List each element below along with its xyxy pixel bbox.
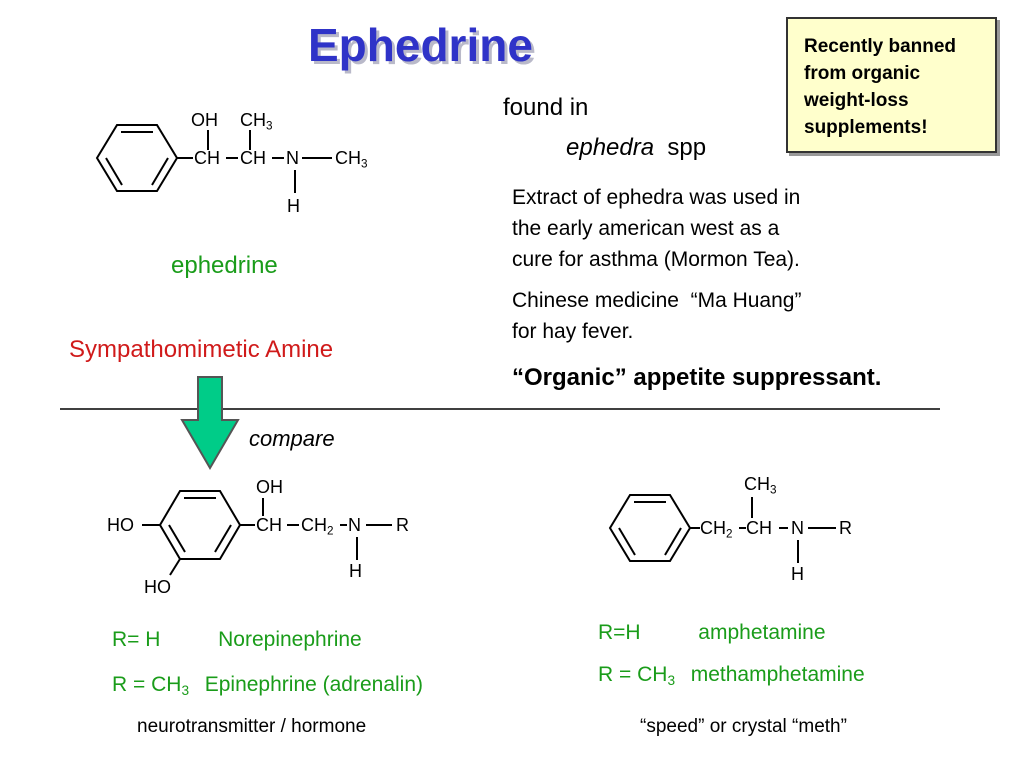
callout-box: Recently banned from organic weight-loss… bbox=[786, 17, 997, 153]
ch2-label: CH2 bbox=[301, 515, 334, 538]
callout-line: supplements! bbox=[804, 117, 928, 138]
methamphetamine-row: R = CH3 methamphetamine bbox=[598, 663, 865, 688]
extract-line: Extract of ephedra was used in bbox=[512, 186, 801, 209]
left-note: neurotransmitter / hormone bbox=[137, 716, 367, 737]
chinese-paragraph: Chinese medicine “Ma Huang” for hay feve… bbox=[512, 285, 801, 347]
callout-line: weight-loss bbox=[804, 90, 909, 111]
source-plant: ephedra spp bbox=[566, 134, 706, 162]
ch-text: CH bbox=[301, 515, 327, 535]
ch-text: CH bbox=[240, 110, 266, 130]
n-label: N bbox=[348, 515, 361, 535]
ho-label: HO bbox=[144, 577, 171, 597]
r-label: R bbox=[396, 515, 409, 535]
r-value: R= H bbox=[112, 628, 161, 651]
subscript: 3 bbox=[266, 119, 273, 133]
h-label: H bbox=[287, 196, 300, 216]
n-label: N bbox=[791, 518, 804, 538]
subscript: 3 bbox=[361, 157, 368, 171]
ch-label: CH bbox=[240, 148, 266, 168]
subscript: 3 bbox=[770, 483, 777, 497]
ch3-label: CH3 bbox=[744, 474, 777, 497]
extract-paragraph: Extract of ephedra was used in the early… bbox=[512, 182, 800, 275]
bonds-top bbox=[177, 130, 332, 193]
ch3-label: CH3 bbox=[335, 148, 368, 171]
r-text: R = CH bbox=[112, 673, 182, 696]
h-label: H bbox=[349, 561, 362, 581]
norepinephrine-row: R= H Norepinephrine bbox=[112, 628, 362, 652]
callout-line: Recently banned bbox=[804, 36, 957, 57]
spp-label: spp bbox=[667, 134, 707, 161]
right-note: “speed” or crystal “meth” bbox=[640, 716, 847, 737]
chinese-line: Chinese medicine “Ma Huang” bbox=[512, 289, 802, 312]
page-title: Ephedrine bbox=[308, 19, 533, 71]
bonds-left bbox=[142, 498, 392, 576]
n-label: N bbox=[286, 148, 299, 168]
extract-line: the early american west as a bbox=[512, 217, 780, 240]
subscript: 3 bbox=[667, 673, 676, 689]
organic-statement: “Organic” appetite suppressant. bbox=[512, 364, 882, 391]
benzene-ring-left bbox=[158, 490, 242, 560]
found-in-label: found in bbox=[503, 94, 589, 121]
ch-label: CH bbox=[256, 515, 282, 535]
ch-label: CH bbox=[746, 518, 772, 538]
epinephrine-row: R = CH3 Epinephrine (adrenalin) bbox=[112, 673, 423, 698]
compound-name: Epinephrine (adrenalin) bbox=[204, 673, 424, 696]
benzene-ring-right bbox=[608, 494, 692, 562]
subscript: 2 bbox=[726, 527, 733, 541]
r-value: R = CH3 bbox=[598, 663, 676, 689]
compound-name: Norepinephrine bbox=[218, 628, 362, 651]
r-label: R bbox=[839, 518, 852, 538]
h-label: H bbox=[791, 564, 804, 584]
ch-text: CH bbox=[335, 148, 361, 168]
ch-text: CH bbox=[700, 518, 726, 538]
callout-line: from organic bbox=[804, 63, 921, 84]
ch3-label: CH3 bbox=[240, 110, 273, 133]
ho-label: HO bbox=[107, 515, 134, 535]
r-text: R = CH bbox=[598, 663, 668, 686]
subscript: 2 bbox=[327, 524, 334, 538]
genus-name: ephedra bbox=[566, 134, 655, 161]
amphetamine-row: R=H amphetamine bbox=[598, 621, 826, 645]
ch2-label: CH2 bbox=[700, 518, 733, 541]
r-value: R = CH3 bbox=[112, 673, 190, 699]
class-label: Sympathomimetic Amine bbox=[69, 336, 334, 363]
oh-label: OH bbox=[256, 477, 283, 497]
extract-line: cure for asthma (Mormon Tea). bbox=[512, 248, 800, 271]
compare-arrow bbox=[180, 376, 240, 470]
ch-text: CH bbox=[744, 474, 770, 494]
benzene-ring-top bbox=[95, 124, 179, 192]
ephedrine-label: ephedrine bbox=[171, 252, 278, 279]
r-value: R=H bbox=[598, 621, 641, 644]
compare-label: compare bbox=[249, 426, 335, 451]
subscript: 3 bbox=[181, 683, 190, 699]
oh-label: OH bbox=[191, 110, 218, 130]
ch-label: CH bbox=[194, 148, 220, 168]
chinese-line: for hay fever. bbox=[512, 320, 634, 343]
compound-name: methamphetamine bbox=[690, 663, 865, 686]
bonds-right bbox=[690, 497, 836, 563]
compound-name: amphetamine bbox=[698, 621, 826, 644]
